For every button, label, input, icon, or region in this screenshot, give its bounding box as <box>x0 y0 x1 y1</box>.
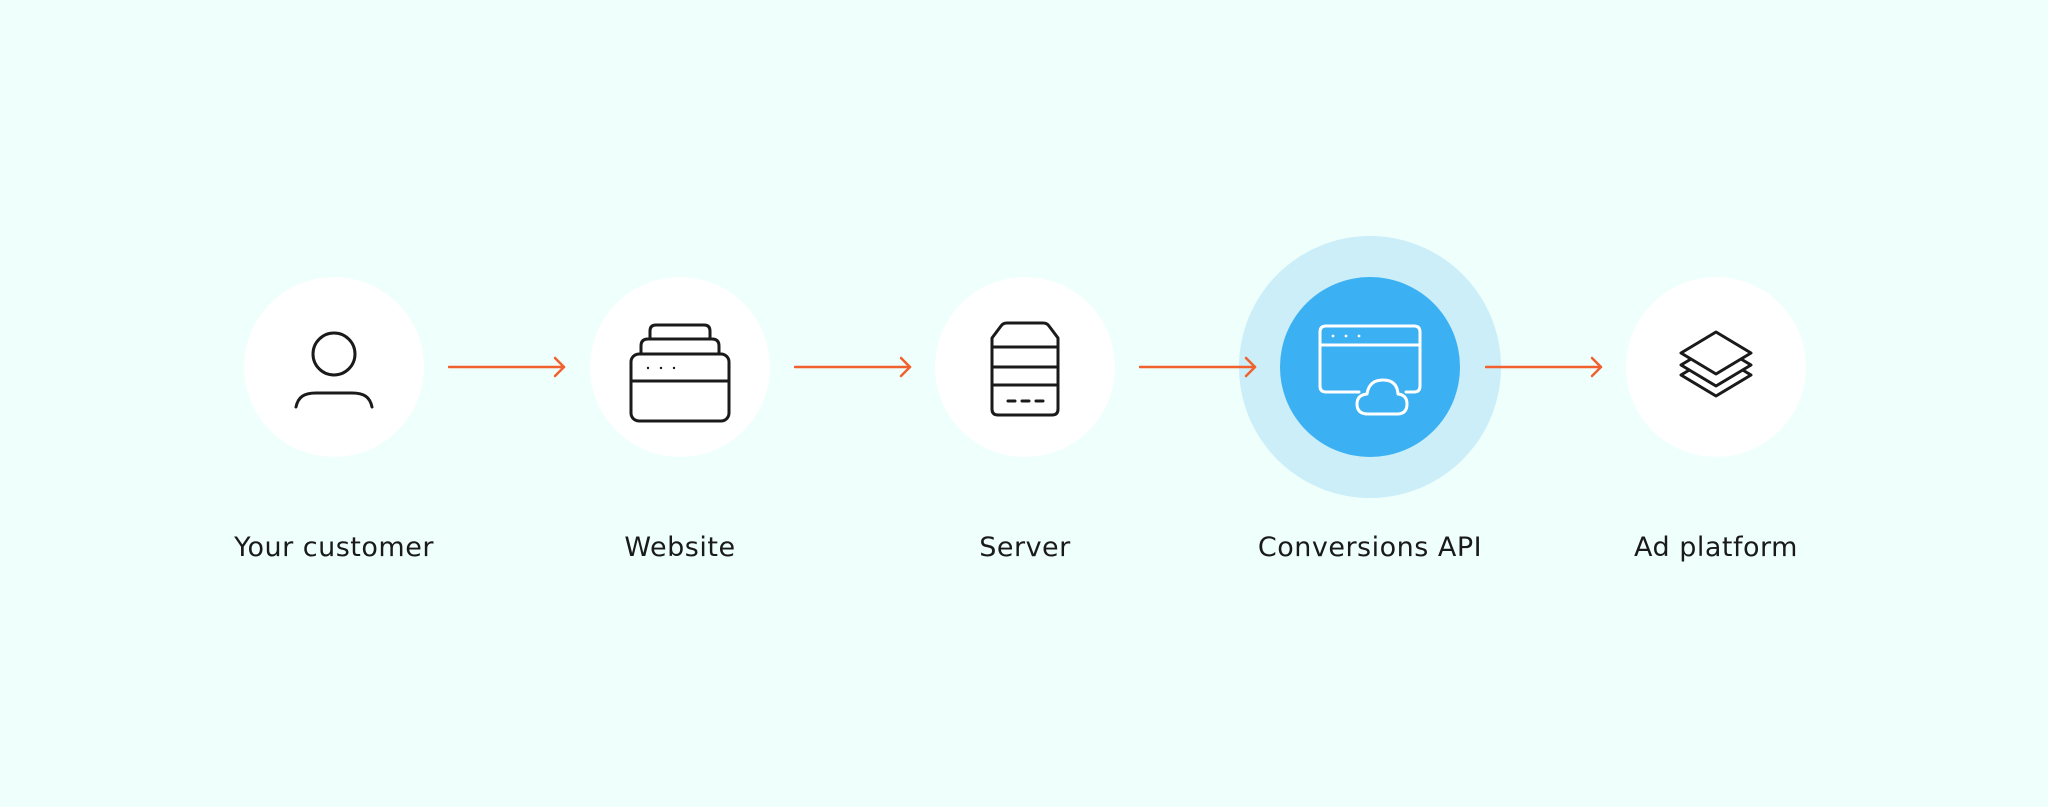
node-ad-platform <box>1626 277 1806 457</box>
label-website: Website <box>624 532 736 563</box>
node-conversions-api <box>1280 277 1460 457</box>
label-ad-platform: Ad platform <box>1634 532 1798 563</box>
layers-icon <box>1679 330 1753 398</box>
cloud-window-icon <box>1318 324 1422 416</box>
node-website <box>590 277 770 457</box>
node-your-customer <box>244 277 424 457</box>
node-server <box>935 277 1115 457</box>
server-icon <box>990 321 1060 417</box>
label-your-customer: Your customer <box>234 532 434 563</box>
label-server: Server <box>979 532 1071 563</box>
flow-arrow-2 <box>794 356 912 378</box>
flow-arrow-4 <box>1485 356 1603 378</box>
flow-arrow-3 <box>1139 356 1257 378</box>
browser-stack-icon <box>629 323 731 423</box>
label-conversions-api: Conversions API <box>1257 532 1483 563</box>
person-icon <box>294 331 374 409</box>
flow-arrow-1 <box>448 356 566 378</box>
